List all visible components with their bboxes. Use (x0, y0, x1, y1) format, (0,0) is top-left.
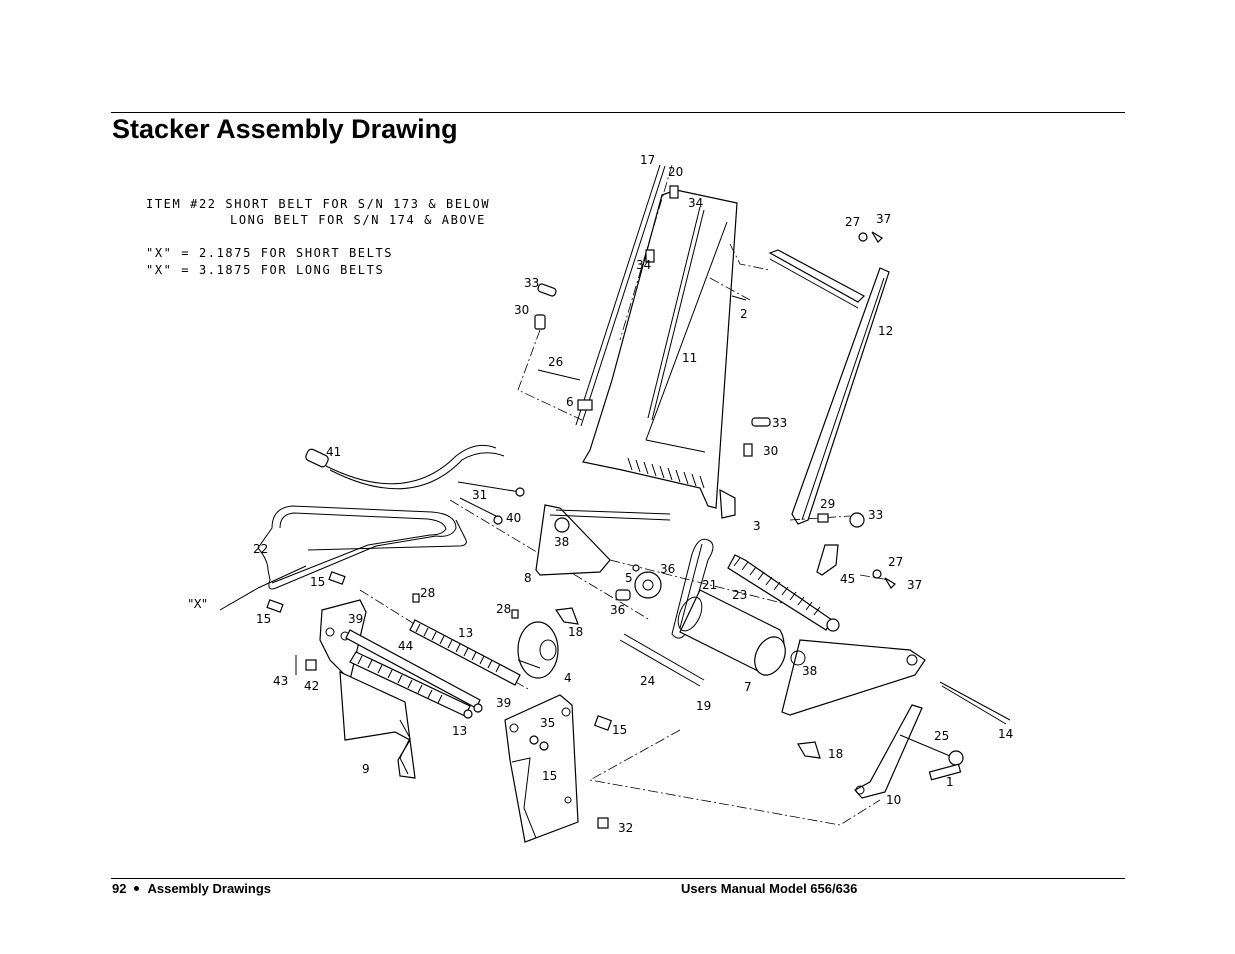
footer-rule (111, 878, 1125, 879)
callout-30b: 30 (763, 444, 778, 458)
callout-45: 45 (840, 572, 855, 586)
callout-27b: 27 (888, 555, 903, 569)
callout-28a: 28 (420, 586, 435, 600)
callout-6: 6 (566, 395, 574, 409)
callout-17: 17 (640, 153, 655, 167)
callout-2: 2 (740, 307, 748, 321)
callout-32: 32 (618, 821, 633, 835)
callout-34b: 34 (636, 258, 651, 272)
callout-33a: 33 (524, 276, 539, 290)
callout-19: 19 (696, 699, 711, 713)
callout-23: 23 (732, 588, 747, 602)
bracket-plate-part (535, 504, 671, 576)
callout-10: 10 (886, 793, 901, 807)
callout-4: 4 (564, 671, 572, 685)
bullet-icon (134, 886, 140, 892)
rollers-part (345, 619, 521, 717)
callout-13b: 13 (452, 724, 467, 738)
fastener-parts (219, 185, 896, 829)
callout-43: 43 (273, 674, 288, 688)
callout-8: 8 (524, 571, 532, 585)
right-side-plate-part (504, 694, 579, 843)
callout-38a: 38 (554, 535, 569, 549)
callout-39b: 39 (496, 696, 511, 710)
callout-24: 24 (640, 674, 655, 688)
callout-28b: 28 (496, 602, 511, 616)
callout-34a: 34 (688, 196, 703, 210)
callout-42: 42 (304, 679, 319, 693)
long-rod-part (939, 681, 1011, 721)
callout-41: 41 (326, 445, 341, 459)
frame-bar-part (729, 243, 890, 525)
callout-11: 11 (682, 351, 697, 365)
drive-belt-part (671, 538, 714, 639)
callout-22: 22 (253, 542, 268, 556)
handle-part (899, 734, 964, 781)
callout-36a: 36 (660, 562, 675, 576)
callout-29: 29 (820, 497, 835, 511)
page-title: Stacker Assembly Drawing (112, 114, 458, 144)
note-line-3: "X" = 2.1875 FOR SHORT BELTS (146, 246, 393, 260)
callout-26: 26 (548, 355, 563, 369)
arm-part (854, 704, 923, 799)
callout-40: 40 (506, 511, 521, 525)
knurled-roller-part (727, 554, 840, 632)
callout-3: 3 (753, 519, 761, 533)
callout-18a: 18 (568, 625, 583, 639)
callout-15b: 15 (256, 612, 271, 626)
callout-37a: 37 (876, 212, 891, 226)
motor-bracket-part (781, 639, 926, 716)
callout-33c: 33 (868, 508, 883, 522)
rod-part (575, 164, 661, 426)
note-line-4: "X" = 3.1875 FOR LONG BELTS (146, 263, 384, 277)
shaft-part (619, 639, 701, 687)
page-number: 92 (112, 881, 127, 896)
pulley-part (615, 571, 662, 601)
callout-12: 12 (878, 324, 893, 338)
callout-37b: 37 (907, 578, 922, 592)
callout-20: 20 (668, 165, 683, 179)
callout-15a: 15 (310, 575, 325, 589)
callout-18b: 18 (828, 747, 843, 761)
motor-part (677, 589, 786, 676)
callout-1: 1 (946, 775, 954, 789)
callout-33b: 33 (772, 416, 787, 430)
callout-5: 5 (625, 571, 633, 585)
callout-38b: 38 (802, 664, 817, 678)
callout-9: 9 (362, 762, 370, 776)
note-line-1: ITEM #22 SHORT BELT FOR S/N 173 & BELOW (146, 197, 490, 211)
note-line-2: LONG BELT FOR S/N 174 & ABOVE (230, 213, 486, 227)
footer-section: 92 Assembly Drawings (112, 881, 271, 896)
callout-14: 14 (998, 727, 1013, 741)
side-frame-part (582, 189, 738, 509)
callout-27a: 27 (845, 215, 860, 229)
cable-part (305, 444, 505, 490)
header-rule (111, 112, 1125, 113)
callout-35: 35 (540, 716, 555, 730)
callout-21: 21 (702, 578, 717, 592)
callout-30a: 30 (514, 303, 529, 317)
callout-7: 7 (744, 680, 752, 694)
callout-31: 31 (472, 488, 487, 502)
knob-part (517, 621, 559, 679)
callout-15c: 15 (612, 723, 627, 737)
manual-title: Users Manual Model 656/636 (681, 881, 858, 896)
section-name: Assembly Drawings (147, 881, 272, 896)
callout-13a: 13 (458, 626, 473, 640)
callout-15d: 15 (542, 769, 557, 783)
callout-44: 44 (398, 639, 413, 653)
callout-39a: 39 (348, 612, 363, 626)
belt-part (257, 505, 467, 590)
callout-25: 25 (934, 729, 949, 743)
callout-36b: 36 (610, 603, 625, 617)
cover-part (339, 671, 416, 779)
callout-x: "X" (188, 597, 207, 611)
